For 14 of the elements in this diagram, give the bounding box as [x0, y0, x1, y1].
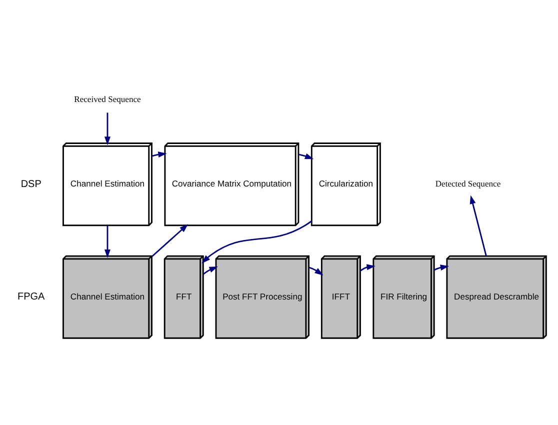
arrow	[151, 224, 188, 258]
arrow	[202, 220, 312, 264]
node-text: Detected Sequence	[435, 178, 501, 189]
arrow	[434, 264, 449, 271]
arrow	[470, 195, 487, 256]
arrow	[152, 152, 167, 158]
node-text: Received Sequence	[74, 94, 141, 104]
label: FPGA	[18, 292, 45, 303]
arrow	[104, 226, 110, 258]
arrow	[202, 266, 218, 275]
arrow	[308, 266, 324, 276]
arrow	[360, 264, 376, 272]
label: DSP	[20, 178, 42, 190]
arrow	[104, 112, 110, 146]
